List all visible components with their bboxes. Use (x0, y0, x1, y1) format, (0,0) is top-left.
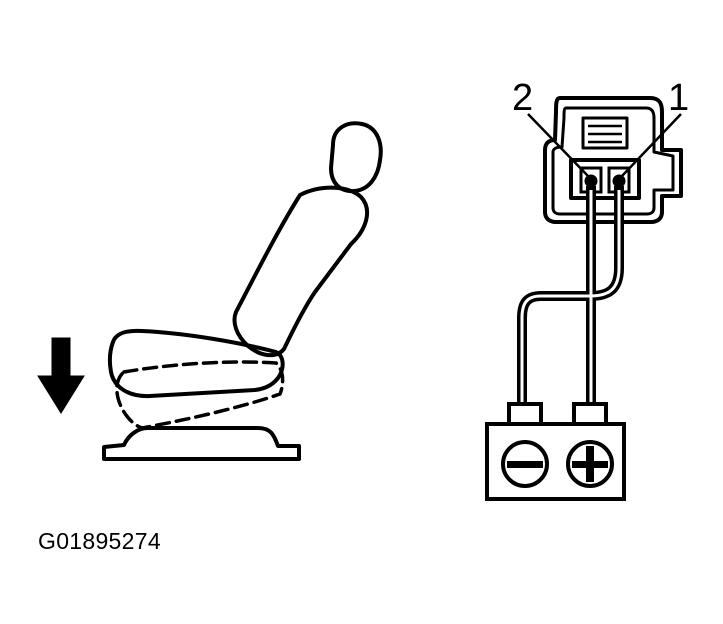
seat-rail (102, 426, 301, 461)
seat-illustration (102, 121, 383, 461)
pin-1-leader (621, 113, 682, 177)
pin-1-label: 1 (668, 77, 689, 119)
connector (543, 96, 683, 224)
connector-lock-tab (581, 116, 629, 150)
connector-body (543, 96, 683, 224)
pin-2-label: 2 (512, 77, 533, 119)
seat-cushion-lowered (115, 360, 285, 430)
pin-2-leader (527, 113, 589, 177)
seat-back (232, 185, 370, 358)
seat-headrest (329, 121, 383, 194)
down-arrow-icon (37, 337, 85, 414)
figure-id: G01895274 (38, 528, 161, 554)
test-leads-core (520, 190, 621, 406)
seat-cushion (107, 328, 285, 399)
battery (485, 402, 626, 501)
connector-terminal-cavity (569, 158, 641, 200)
connector-inner-outline (551, 106, 675, 216)
